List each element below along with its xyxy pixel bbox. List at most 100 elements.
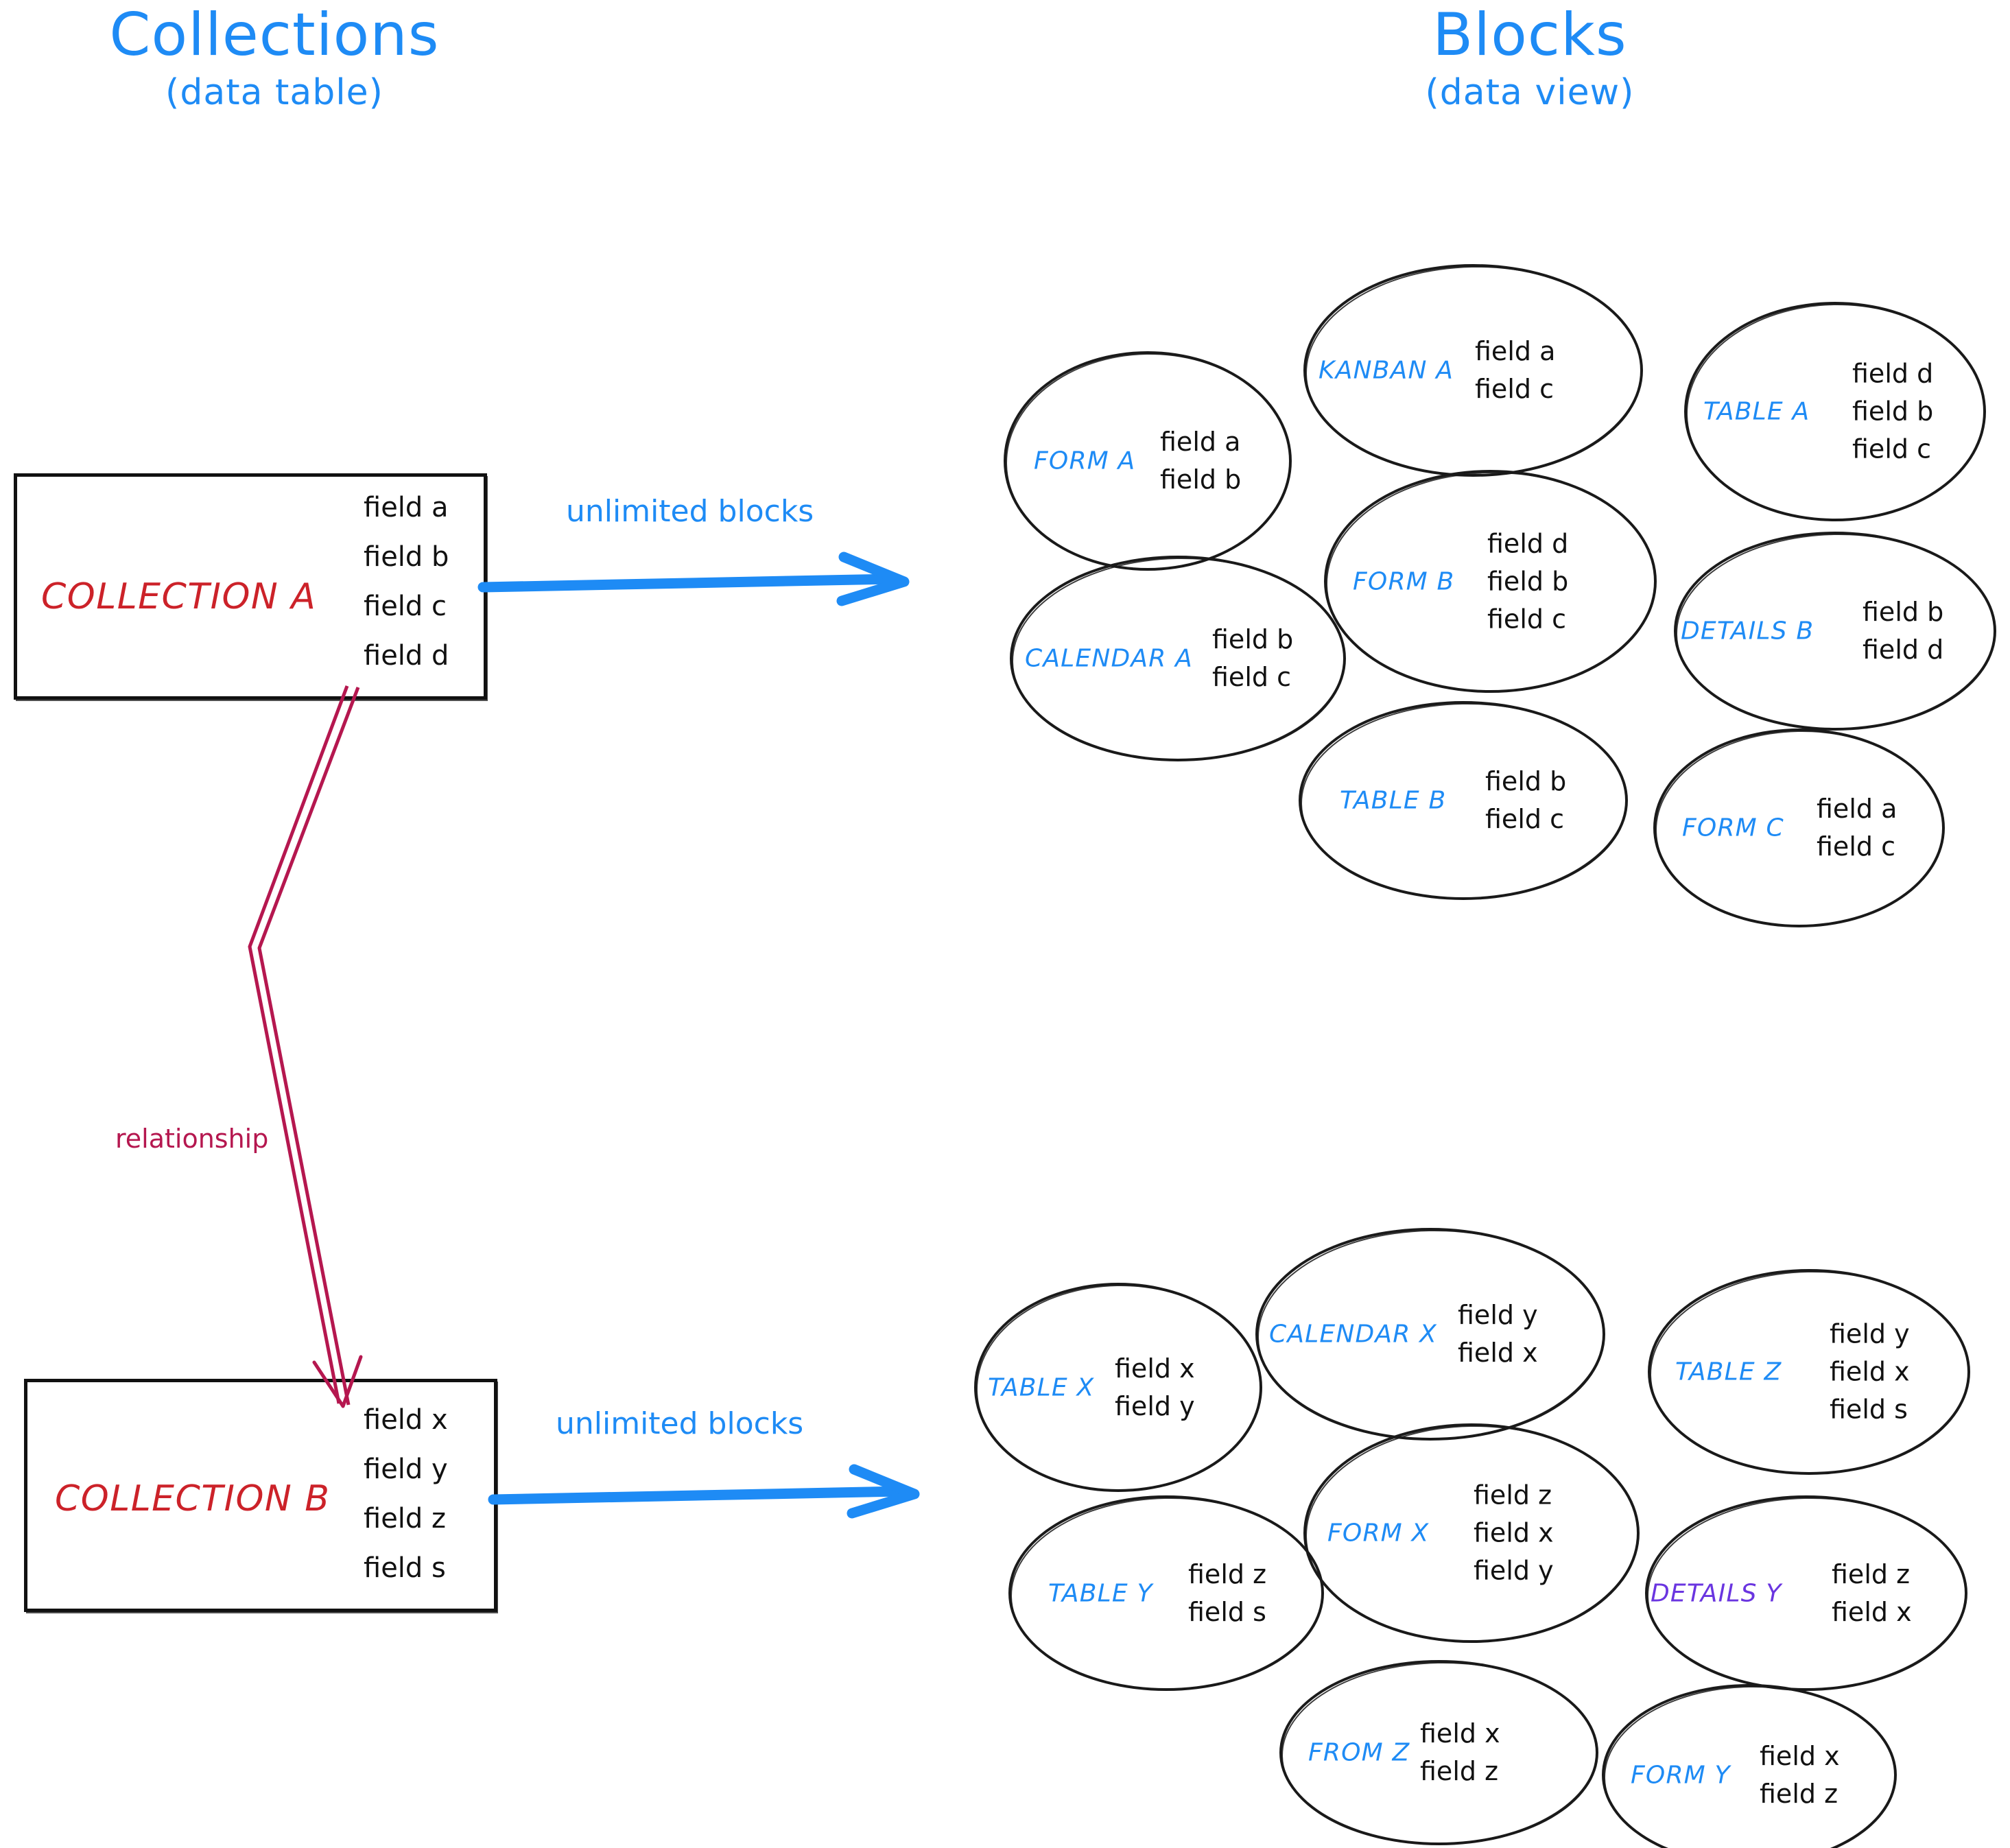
field-item: field s	[364, 1552, 446, 1584]
block-table-z[interactable]: TABLE Z field y field x field s	[1648, 1268, 1972, 1478]
field-item: field c	[364, 591, 447, 622]
ellipse-outline	[1008, 1495, 1324, 1691]
ellipse-outline	[1303, 1423, 1640, 1643]
field-item: field y	[1830, 1318, 1910, 1349]
field-item: field a	[1160, 426, 1241, 457]
ellipse-outline	[1645, 1495, 1967, 1691]
field-item: field c	[1817, 831, 1895, 862]
block-field-list: field x field z	[1760, 1737, 1840, 1812]
block-name: TABLE Y	[1048, 1579, 1153, 1607]
ellipse-outline	[1653, 728, 1945, 927]
field-item: field z	[1420, 1756, 1499, 1786]
collections-heading: Collections (data table)	[41, 5, 508, 121]
block-field-list: field d field b field c	[1852, 355, 1933, 468]
field-item: field b	[1212, 624, 1294, 654]
block-kanban-a[interactable]: KANBAN A field a field c	[1303, 263, 1644, 479]
block-name: TABLE X	[988, 1373, 1095, 1401]
field-item: field c	[1485, 804, 1564, 834]
unlimited-blocks-arrow-a	[477, 552, 910, 606]
block-field-list: field x field y	[1115, 1349, 1195, 1425]
field-item: field z	[1188, 1559, 1267, 1589]
field-item: field y	[1115, 1390, 1195, 1421]
block-table-x[interactable]: TABLE X field x field y	[974, 1282, 1264, 1494]
block-field-list: field b field c	[1485, 763, 1566, 838]
block-table-a[interactable]: TABLE A field d field b field c	[1684, 300, 1987, 524]
field-item: field y	[1474, 1555, 1554, 1586]
relationship-label: relationship	[115, 1124, 269, 1154]
relationship-connector	[248, 685, 363, 1408]
block-table-b[interactable]: TABLE B field b field c	[1299, 700, 1629, 903]
block-name: FORM B	[1353, 567, 1455, 595]
ellipse-outline	[1648, 1269, 1970, 1475]
block-field-list: field a field b	[1160, 423, 1241, 499]
blocks-title: Blocks	[1432, 1, 1627, 69]
ellipse-outline	[974, 1283, 1262, 1492]
block-field-list: field z field s	[1188, 1555, 1266, 1631]
field-item: field s	[1830, 1394, 1908, 1425]
ellipse-outline	[1602, 1684, 1897, 1848]
block-from-z[interactable]: FROM Z field x field z	[1279, 1659, 1600, 1848]
collections-subtitle: (data table)	[165, 72, 383, 113]
ellipse-outline	[1674, 532, 1996, 731]
field-item: field z	[364, 1503, 447, 1535]
block-field-list: field a field c	[1817, 790, 1897, 866]
field-item: field x	[1420, 1718, 1500, 1749]
block-name: TABLE Z	[1675, 1358, 1782, 1386]
block-form-y[interactable]: FORM Y field x field z	[1602, 1683, 1898, 1848]
field-item: field a	[1475, 335, 1556, 366]
field-item: field d	[1852, 358, 1934, 389]
block-name: CALENDAR X	[1269, 1320, 1437, 1349]
block-form-b[interactable]: FORM B field d field b field c	[1323, 469, 1659, 696]
field-item: field b	[1852, 396, 1934, 427]
block-field-list: field z field x	[1832, 1555, 1912, 1631]
field-item: field y	[1458, 1299, 1538, 1330]
collection-a-box[interactable]	[14, 473, 487, 700]
block-calendar-a[interactable]: CALENDAR A field b field c	[1010, 554, 1347, 764]
block-field-list: field b field d	[1863, 593, 1943, 669]
field-item: field c	[1212, 662, 1291, 692]
field-item: field x	[1760, 1740, 1840, 1771]
field-item: field y	[364, 1454, 448, 1485]
block-name: TABLE B	[1340, 786, 1447, 815]
block-field-list: field a field c	[1475, 333, 1555, 408]
collection-b-box[interactable]	[24, 1379, 497, 1612]
ellipse-outline	[1299, 701, 1628, 900]
block-form-x[interactable]: FORM X field z field x field y	[1303, 1422, 1641, 1646]
field-item: field b	[364, 541, 449, 573]
block-name: DETAILS Y	[1651, 1579, 1782, 1607]
block-name: DETAILS B	[1681, 617, 1814, 645]
collections-title: Collections	[109, 1, 440, 69]
field-item: field x	[1458, 1338, 1538, 1368]
block-details-y[interactable]: DETAILS Y field z field x	[1645, 1494, 1969, 1694]
field-item: field z	[1474, 1480, 1552, 1511]
field-item: field d	[1863, 635, 1944, 665]
block-name: CALENDAR A	[1025, 644, 1193, 673]
block-form-c[interactable]: FORM C field a field c	[1653, 727, 1946, 930]
field-item: field x	[1832, 1596, 1912, 1627]
ellipse-outline	[1010, 556, 1346, 761]
collection-a-name: COLLECTION A	[41, 576, 317, 617]
collection-a-field-list: field a field b field c field d	[364, 494, 449, 691]
ellipse-outline	[1684, 302, 1986, 521]
blocks-heading: Blocks (data view)	[1290, 5, 1770, 121]
field-item: field a	[364, 492, 449, 523]
block-field-list: field y field x	[1458, 1296, 1538, 1372]
ellipse-outline	[1279, 1660, 1598, 1845]
field-item: field x	[1115, 1353, 1195, 1384]
collection-b-field-list: field x field y field z field s	[364, 1406, 448, 1604]
field-item: field x	[1474, 1517, 1554, 1548]
field-item: field z	[1760, 1778, 1838, 1809]
block-calendar-x[interactable]: CALENDAR X field y field x	[1255, 1227, 1607, 1443]
field-item: field b	[1160, 464, 1242, 495]
field-item: field s	[1188, 1596, 1266, 1627]
block-name: FORM A	[1034, 447, 1136, 475]
block-details-b[interactable]: DETAILS B field b field d	[1674, 530, 1998, 733]
block-name: TABLE A	[1703, 397, 1810, 426]
unlimited-blocks-label-b: unlimited blocks	[556, 1406, 804, 1441]
field-item: field x	[1830, 1356, 1910, 1387]
block-form-a[interactable]: FORM A field a field b	[1004, 351, 1293, 573]
block-table-y[interactable]: TABLE Y field z field s	[1008, 1494, 1325, 1694]
block-name: FROM Z	[1308, 1738, 1410, 1767]
field-item: field c	[1852, 434, 1931, 464]
